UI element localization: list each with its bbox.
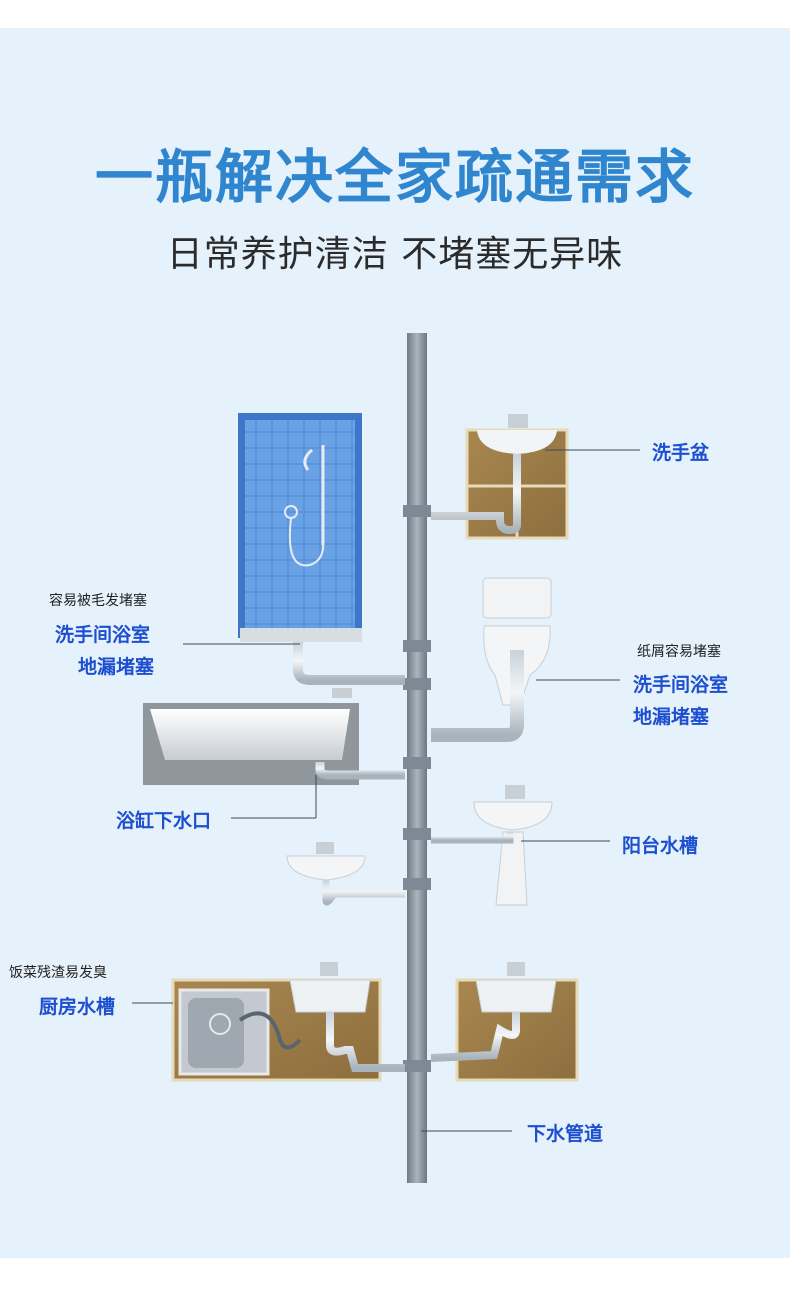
callout-lines [132, 449, 640, 1132]
label-balcony: 阳台水槽 [622, 835, 699, 857]
washbasin-cabinet-illustration [431, 414, 569, 540]
label-drain-pipe: 下水管道 [527, 1123, 604, 1145]
toilet-illustration [431, 577, 552, 742]
label-kitchen: 厨房水槽 [39, 996, 116, 1018]
page-title: 一瓶解决全家疏通需求 [94, 143, 695, 211]
label-washbasin: 洗手盆 [652, 442, 710, 464]
label-shower-line2: 地漏堵塞 [78, 656, 155, 678]
label-bathtub: 浴缸下水口 [116, 810, 212, 832]
page-subtitle: 日常养护清洁 不堵塞无异味 [166, 234, 624, 275]
note-toilet: 纸屑容易堵塞 [637, 644, 721, 660]
shower-illustration [238, 413, 405, 685]
label-toilet-line2: 地漏堵塞 [633, 706, 710, 728]
main-drain-pipe [403, 333, 431, 1183]
balcony-sink-illustration [431, 785, 553, 906]
note-shower: 容易被毛发堵塞 [49, 593, 147, 609]
label-shower-line1: 洗手间浴室 [55, 624, 151, 646]
bathtub-illustration [143, 688, 405, 785]
background-panel [0, 28, 790, 1258]
kitchen-cabinet-right-illustration [430, 962, 579, 1082]
label-toilet-line1: 洗手间浴室 [633, 674, 729, 696]
note-kitchen: 饭菜残渣易发臭 [9, 965, 107, 981]
small-sink-illustration [286, 842, 405, 906]
kitchen-cabinet-illustration [171, 962, 405, 1082]
